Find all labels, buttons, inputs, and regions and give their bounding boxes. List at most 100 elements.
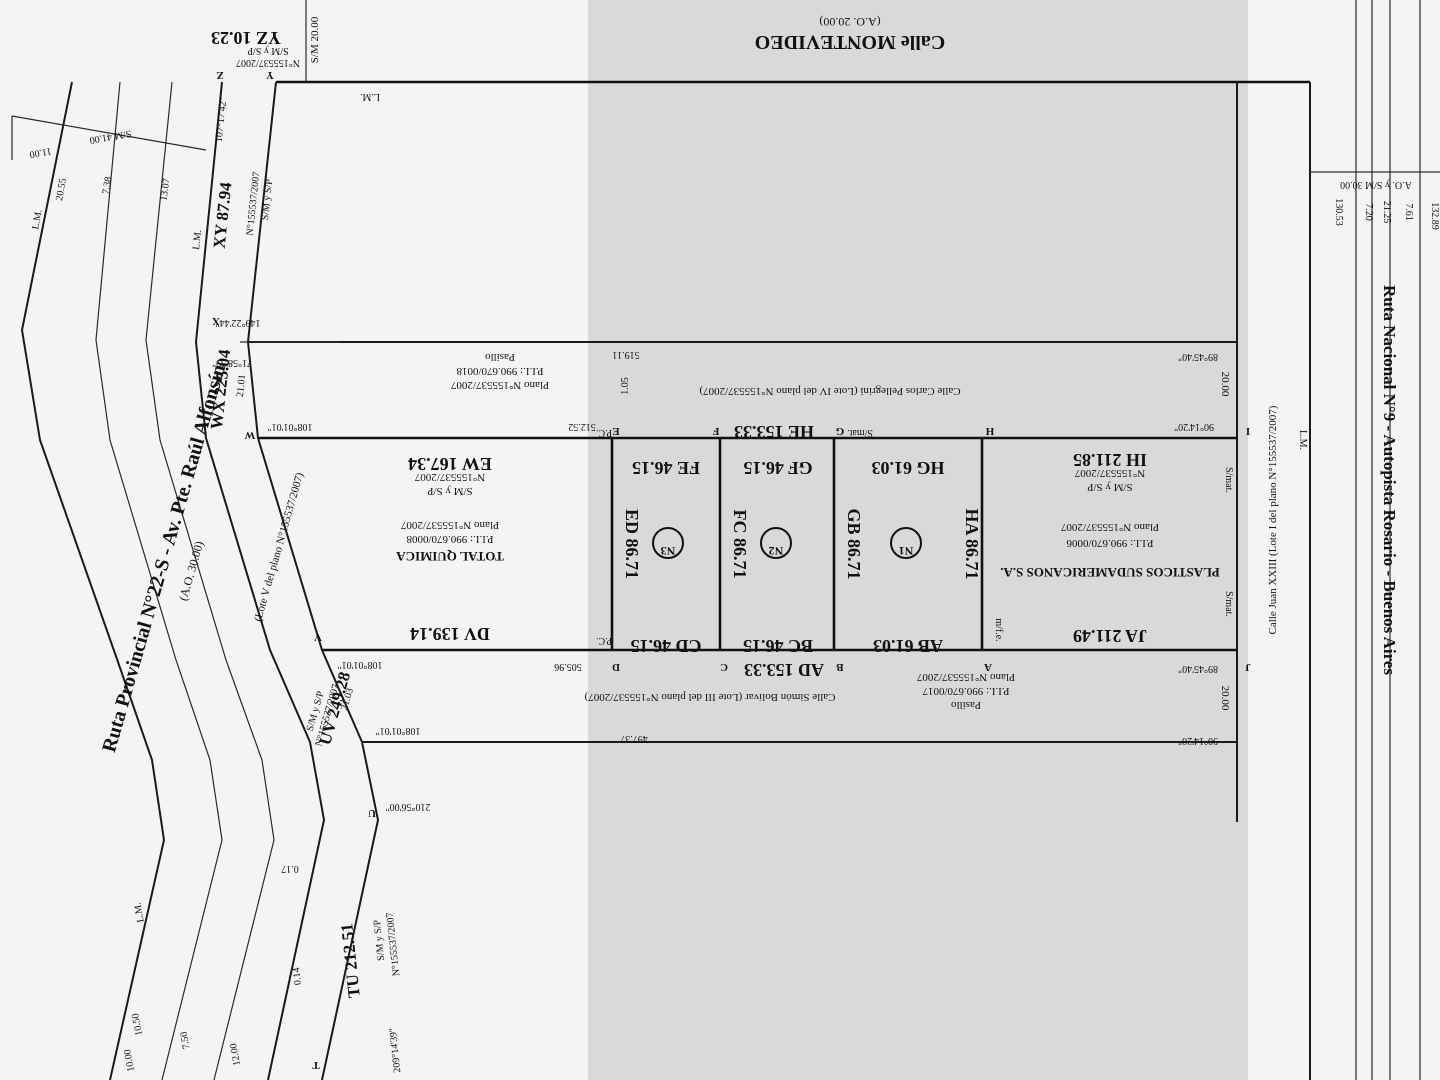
- point-h: H: [985, 425, 994, 437]
- point-b: B: [836, 661, 844, 673]
- dim-2101: 21.01: [235, 374, 248, 398]
- lot-n3-ed: ED 86.71: [622, 509, 642, 579]
- plasticos-sim: S/M y S/P: [1087, 481, 1132, 493]
- label-montevideo-width: (A.O. 20.00): [819, 15, 880, 29]
- ang-210: 210°56'00": [386, 801, 431, 812]
- dim-2055: 20.55: [54, 178, 69, 202]
- ruta22-west-edge: [20, 81, 166, 1080]
- dim-505: 505.96: [554, 661, 582, 672]
- ruta22-lane-1: [194, 81, 326, 1080]
- lot-n1-hg: HG 61.03: [871, 458, 944, 478]
- total-sim-plano: N°155537/2007: [414, 471, 485, 483]
- point-d: D: [612, 661, 620, 673]
- dim-width-20-top: 20.00: [1219, 372, 1231, 397]
- dim-width-20-bottom: 20.00: [1219, 686, 1231, 711]
- point-i: I: [1246, 425, 1250, 437]
- mfe: m/f.e.: [993, 618, 1004, 641]
- point-v: V: [314, 631, 322, 643]
- simat-3: S/mat.: [847, 427, 873, 438]
- total-plano: Plano N°155537/2007: [400, 519, 499, 531]
- pc-1: P.C.: [596, 427, 612, 438]
- lm-left-2: L.M.: [191, 229, 204, 250]
- point-f: F: [712, 425, 719, 437]
- pasillo-bottom-plano: Plano N°155537/2007: [916, 671, 1015, 683]
- dim-1000: 10.00: [122, 1048, 137, 1072]
- ang-108-b: 108°01'01": [338, 659, 383, 670]
- r-761: 7.61: [1403, 203, 1414, 221]
- point-a: A: [984, 661, 992, 673]
- point-j: J: [1245, 661, 1251, 673]
- ang-90-a: 90°14'20": [1174, 421, 1214, 432]
- lot-n1-tag: N1: [899, 544, 914, 558]
- dim-1200: 12.00: [228, 1042, 243, 1066]
- total-ew: EW 167.34: [408, 454, 492, 474]
- r-2125: 21.25: [1381, 201, 1392, 224]
- lot-n2-tag: N2: [769, 544, 784, 558]
- lot-n3-cd: CD 46.15: [631, 636, 702, 656]
- sim-sp-b: S/M y S/P: [260, 178, 275, 220]
- point-w: W: [245, 429, 256, 441]
- lot-n1-ab: AB 61.03: [873, 636, 943, 656]
- dim-497: 497.37: [620, 733, 648, 744]
- plasticos-plano: Plano N°155537/2007: [1060, 521, 1159, 533]
- pc-2: P.C.: [596, 635, 612, 646]
- pasillo-top-plano: Plano N°155537/2007: [450, 379, 549, 391]
- total-sim: S/M y S/P: [427, 485, 472, 497]
- point-e: E: [612, 425, 619, 437]
- lot-n2-fc: FC 86.71: [730, 510, 750, 579]
- dim-yz: YZ 10.23: [211, 28, 281, 48]
- dim-xy: XY 87.94: [210, 181, 236, 250]
- dim-750: 7.50: [179, 1031, 193, 1050]
- lot-n1-gb: GB 86.71: [844, 508, 864, 579]
- ruta22-lane-3: [95, 81, 223, 1080]
- label-pellegrini: Calle Carlos Pellegrini (Lote IV del pla…: [699, 385, 960, 397]
- dim-105: 1.05: [620, 377, 631, 395]
- ao-sim-30: A.O. y S/M 30.00: [1340, 179, 1412, 190]
- dim-519: 519.11: [612, 349, 639, 360]
- ang-107: 107°17'42": [214, 97, 230, 143]
- simat-2: S/mat.: [1223, 591, 1234, 617]
- labels-dimensions: AD 153.33 HE 153.33 YZ 10.23 XY 87.94 WX…: [29, 28, 1440, 1073]
- total-pii: P.I.I.: 990.670/0008: [406, 533, 494, 545]
- point-y: Y: [266, 69, 274, 81]
- ang-90-b: 90°14'20": [1178, 735, 1218, 746]
- label-bolivar: Calle Simón Bolívar (Lote III del plano …: [584, 691, 835, 703]
- pasillo-bottom-name: Pasillo: [951, 699, 981, 711]
- lot-n3-circle: [652, 527, 684, 559]
- point-g: G: [835, 425, 844, 437]
- label-montevideo: Calle MONTEVIDEO: [755, 31, 946, 53]
- label-ruta9: Ruta Nacional N°9 - Autopista Rosario - …: [1380, 285, 1399, 675]
- dim-512: 512.52: [568, 421, 596, 432]
- lot-n1-ha: HA 86.71: [962, 508, 982, 579]
- total-owner: TOTAL QUIMICA: [396, 549, 504, 564]
- lm-left-3: L.M.: [132, 902, 146, 924]
- plano-a: N°155537/2007: [236, 57, 300, 68]
- plasticos-ih: IH 211.85: [1073, 450, 1147, 470]
- sim41-line: [11, 115, 207, 151]
- ang-149: 149°22'44": [216, 317, 261, 328]
- lot-n2-gf: GF 46.15: [743, 458, 812, 478]
- point-x: X: [212, 315, 220, 327]
- lm-left-1: L.M.: [30, 209, 44, 231]
- dim-he: HE 153.33: [734, 422, 814, 442]
- ruta22-lane-2: [145, 81, 275, 1080]
- dim-1050: 10.50: [130, 1012, 145, 1036]
- lot-n3-fe: FE 46.15: [632, 458, 700, 478]
- point-t: T: [312, 1059, 320, 1071]
- dim-1307: 13.07: [159, 178, 173, 202]
- plasticos-sim-plano: N°155537/2007: [1074, 467, 1145, 479]
- ang-108-a: 108°01'01": [268, 421, 313, 432]
- label-juan-xxiii: Calle Juan XXIII (Lote I del plano N°155…: [1267, 405, 1279, 634]
- dim-11: 11.00: [29, 145, 53, 160]
- pasillo-top-name: Pasillo: [485, 351, 515, 363]
- plano-d: N°155537/2007: [385, 912, 403, 977]
- sim-sp-a: S/M y S/P: [247, 45, 289, 56]
- point-z: Z: [216, 69, 223, 81]
- lot-n2-circle: [760, 527, 792, 559]
- point-c: C: [720, 661, 728, 673]
- ang-89-a: 89°45'40": [1178, 351, 1218, 362]
- ang-89-b: 89°45'40": [1178, 663, 1218, 674]
- labels-points: A B C D E F G H I J T U V W X Y Z: [212, 69, 1251, 1071]
- r-13053: 130.53: [1333, 198, 1344, 226]
